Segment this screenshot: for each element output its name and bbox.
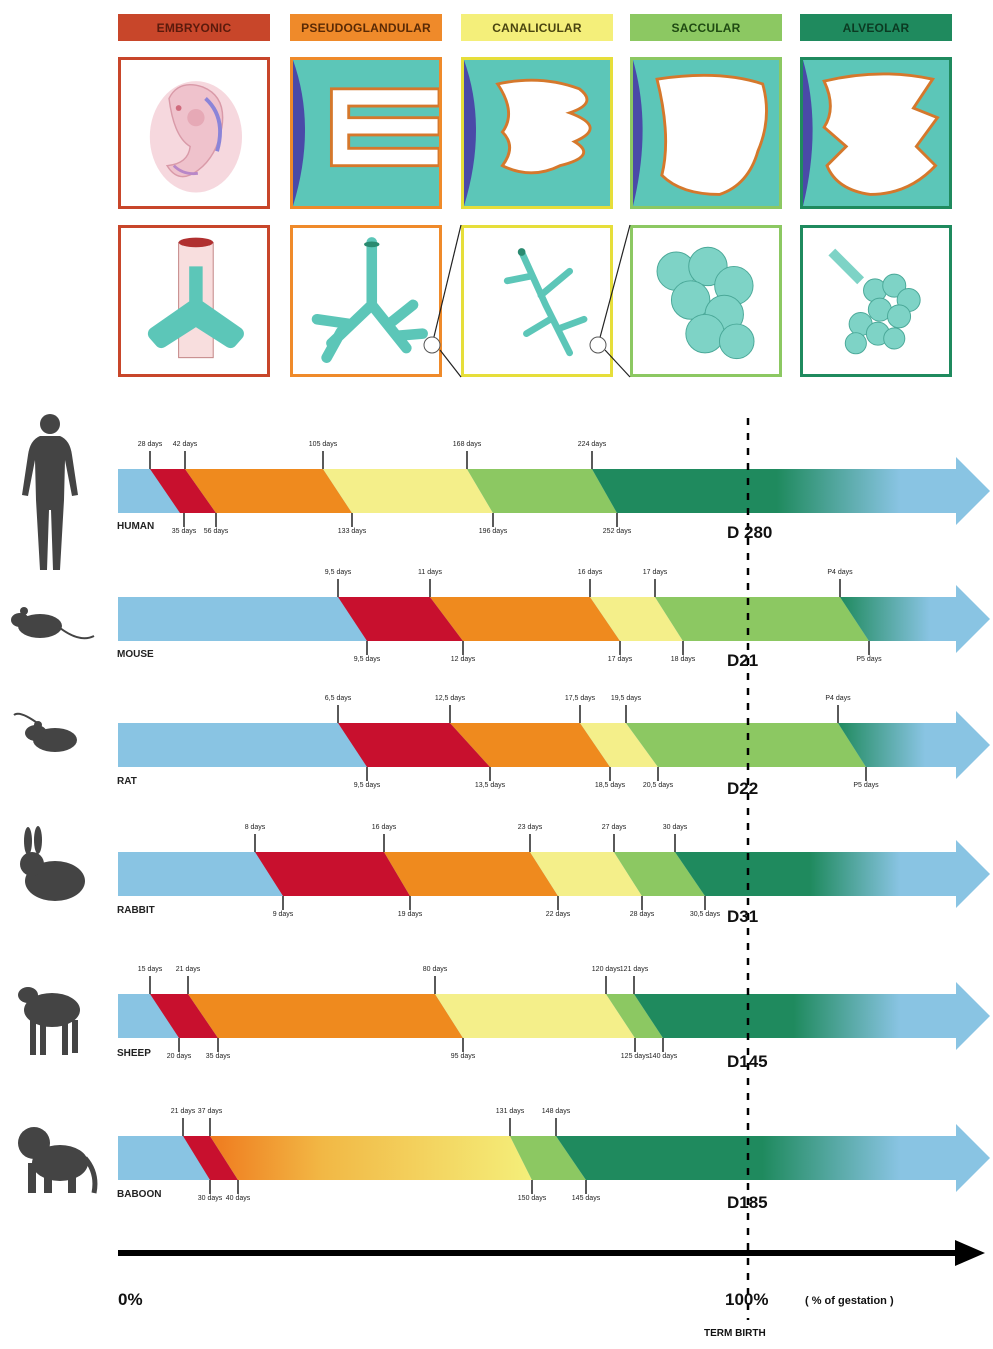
tick-marks: [0, 0, 993, 1349]
